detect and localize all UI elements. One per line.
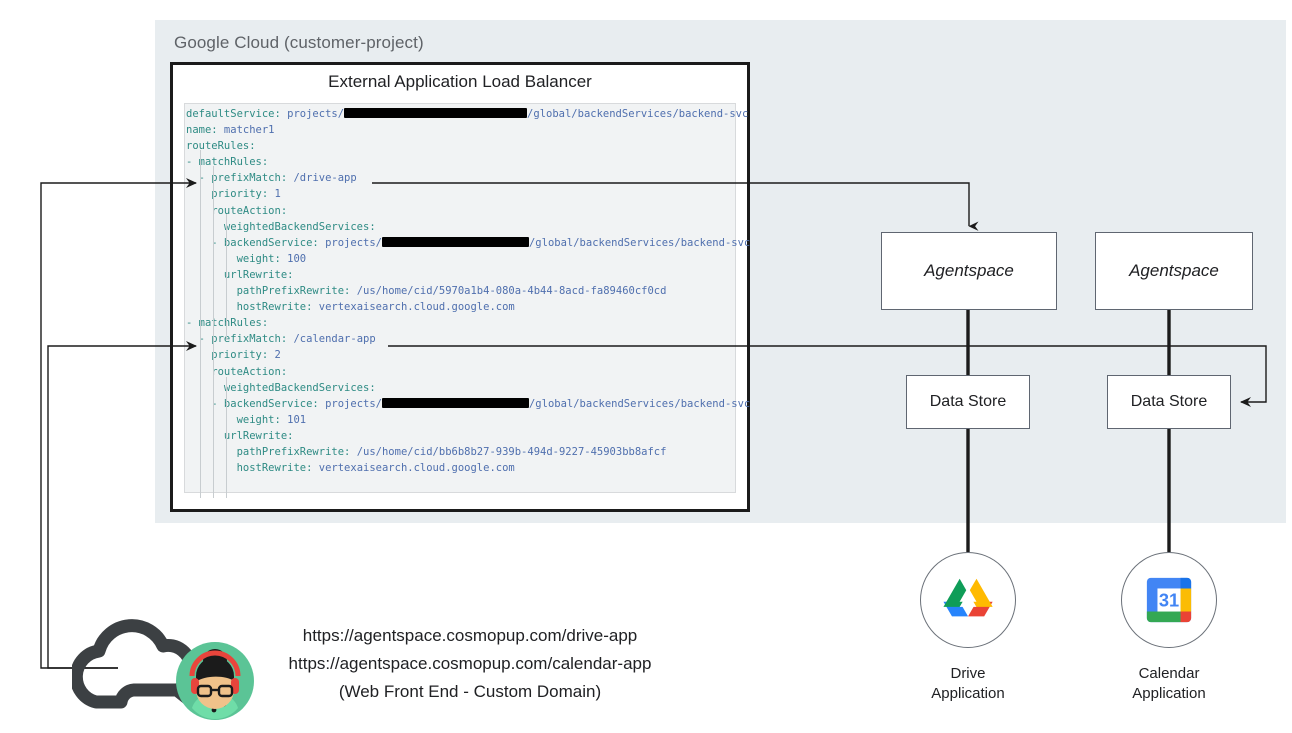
drive-application-label: Drive Application xyxy=(883,664,1053,704)
node-agentspace-calendar[interactable]: Agentspace xyxy=(1095,232,1253,310)
yaml-line: defaultService: projects//global/backend… xyxy=(186,108,749,120)
redacted-project-id xyxy=(344,108,528,118)
yaml-line: weight: 101 xyxy=(186,413,307,426)
yaml-indent-guide xyxy=(226,377,227,498)
yaml-line: routeAction: xyxy=(186,365,288,378)
calendar-application-circle[interactable]: 31 xyxy=(1121,552,1217,648)
yaml-line: priority: 1 xyxy=(186,188,281,201)
yaml-line: - matchRules: xyxy=(186,317,269,330)
yaml-line: routeAction: xyxy=(186,204,288,217)
yaml-line: weightedBackendServices: xyxy=(186,220,376,233)
yaml-line: routeRules: xyxy=(186,140,256,153)
yaml-line: hostRewrite: vertexaisearch.cloud.google… xyxy=(186,462,515,475)
node-datastore-calendar[interactable]: Data Store xyxy=(1107,375,1231,429)
yaml-line: hostRewrite: vertexaisearch.cloud.google… xyxy=(186,301,515,314)
yaml-config-panel xyxy=(184,103,736,493)
cloud-user-icon xyxy=(69,618,262,722)
yaml-line: - backendService: projects//global/backe… xyxy=(186,397,751,410)
yaml-line: - matchRules: xyxy=(186,156,269,169)
cloud-outline-icon xyxy=(69,619,199,709)
yaml-line: urlRewrite: xyxy=(186,429,294,442)
yaml-indent-guide xyxy=(200,313,201,498)
yaml-line: weight: 100 xyxy=(186,252,307,265)
front-end-url-block: https://agentspace.cosmopup.com/drive-ap… xyxy=(190,622,750,706)
load-balancer-title: External Application Load Balancer xyxy=(328,72,592,91)
yaml-indent-guide xyxy=(213,166,214,340)
google-drive-icon xyxy=(943,578,993,617)
yaml-line: pathPrefixRewrite: /us/home/cid/bb6b8b27… xyxy=(186,445,667,458)
node-agentspace-drive[interactable]: Agentspace xyxy=(881,232,1057,310)
calendar-application-label: Calendar Application xyxy=(1084,664,1254,704)
calendar-application-label-line2: Application xyxy=(1132,685,1206,702)
calendar-application-label-line1: Calendar xyxy=(1138,665,1200,682)
node-datastore-drive[interactable]: Data Store xyxy=(906,375,1030,429)
yaml-line: urlRewrite: xyxy=(186,268,294,281)
redacted-project-id xyxy=(381,236,529,247)
yaml-indent-guide xyxy=(213,329,214,498)
yaml-line: name: matcher1 xyxy=(186,124,275,137)
calendar-day-number: 31 xyxy=(1159,590,1179,611)
drive-application-circle[interactable] xyxy=(920,552,1016,648)
google-calendar-icon: 31 xyxy=(1146,577,1192,623)
yaml-line: pathPrefixRewrite: /us/home/cid/5970a1b4… xyxy=(186,285,667,298)
yaml-line: - backendService: projects//global/backe… xyxy=(186,236,751,249)
drive-application-label-line1: Drive xyxy=(950,665,986,682)
drive-application-label-line2: Application xyxy=(931,685,1005,702)
yaml-line: - prefixMatch: /calendar-app xyxy=(186,333,376,346)
google-cloud-zone-label: Google Cloud (customer-project) xyxy=(174,33,424,52)
yaml-line: priority: 2 xyxy=(186,349,281,362)
front-end-url-calendar[interactable]: https://agentspace.cosmopup.com/calendar… xyxy=(288,654,652,673)
redacted-project-id xyxy=(381,397,529,408)
front-end-caption: (Web Front End - Custom Domain) xyxy=(338,682,602,701)
yaml-config-text: defaultService: projects//global/backend… xyxy=(186,106,751,476)
yaml-indent-guide xyxy=(200,150,201,340)
yaml-indent-guide xyxy=(226,214,227,340)
front-end-url-drive[interactable]: https://agentspace.cosmopup.com/drive-ap… xyxy=(302,626,638,645)
yaml-line: weightedBackendServices: xyxy=(186,381,376,394)
yaml-line: - prefixMatch: /drive-app xyxy=(186,172,357,185)
